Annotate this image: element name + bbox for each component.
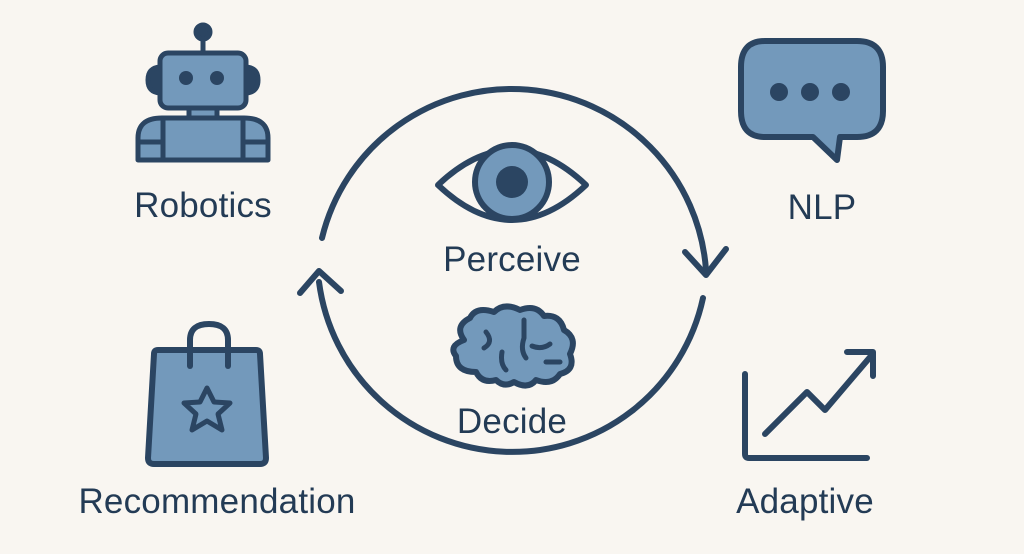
arrowhead-up [297,268,344,296]
cycle-arc-bottom [316,279,706,455]
label-decide: Decide [456,402,568,441]
label-perceive: Perceive [443,240,581,279]
shopping-bag-star-icon [145,320,269,467]
label-robotics: Robotics [134,186,272,225]
chat-bubble-icon [738,38,886,163]
label-adaptive: Adaptive [736,482,874,521]
cycle-arc-top [319,86,709,273]
trending-up-chart-icon [742,349,876,461]
label-nlp: NLP [787,188,857,227]
arrowhead-down [682,246,729,278]
brain-icon [450,303,576,389]
eye-icon [435,142,589,223]
robot-icon [135,22,271,163]
label-recommendation: Recommendation [78,482,356,521]
